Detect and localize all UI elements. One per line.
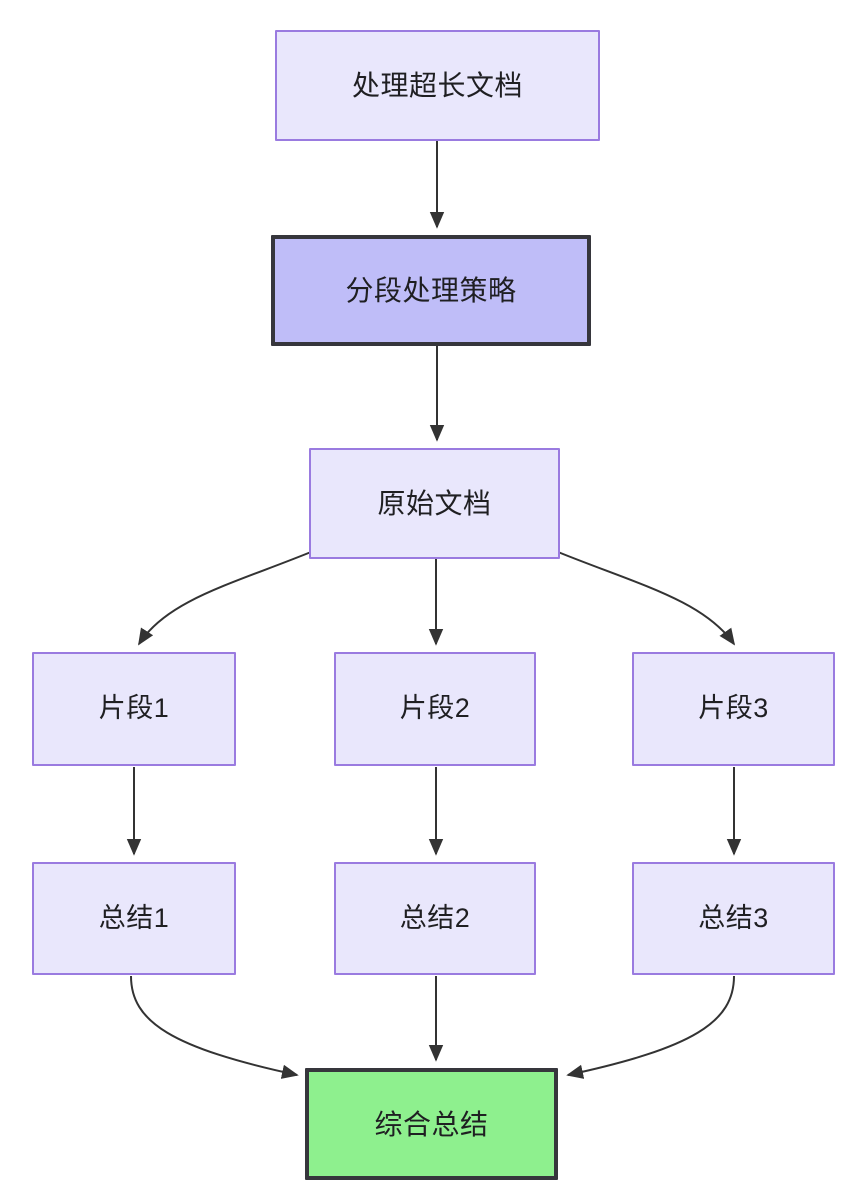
node-chunk-1[interactable]: 片段1: [32, 652, 236, 766]
node-summary-3[interactable]: 总结3: [632, 862, 835, 975]
node-summary-2[interactable]: 总结2: [334, 862, 536, 975]
node-chunk-2[interactable]: 片段2: [334, 652, 536, 766]
node-label: 综合总结: [374, 1108, 489, 1140]
node-label: 片段3: [698, 693, 769, 724]
node-chunking-strategy[interactable]: 分段处理策略: [271, 235, 591, 346]
node-combined-summary[interactable]: 综合总结: [305, 1068, 558, 1180]
node-label: 片段2: [399, 693, 471, 724]
node-label: 片段1: [98, 693, 170, 724]
node-label: 原始文档: [377, 488, 492, 519]
node-label: 总结3: [698, 902, 769, 933]
node-summary-1[interactable]: 总结1: [32, 862, 236, 975]
node-label: 处理超长文档: [351, 70, 523, 101]
edge-sum1-to-final: [130, 975, 299, 1079]
node-chunk-3[interactable]: 片段3: [632, 652, 835, 766]
node-label: 总结2: [399, 902, 471, 933]
node-original-document[interactable]: 原始文档: [309, 448, 560, 559]
edge-source-to-chunk1: [138, 551, 312, 646]
node-label: 总结1: [98, 902, 170, 933]
edge-sum3-to-final: [566, 975, 735, 1079]
edge-source-to-chunk3: [557, 551, 736, 646]
node-process-long-document[interactable]: 处理超长文档: [275, 30, 600, 141]
node-label: 分段处理策略: [345, 275, 517, 306]
